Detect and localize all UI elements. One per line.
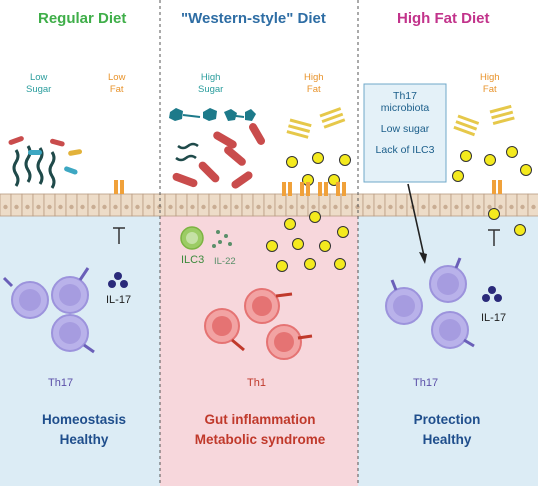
epithelial-nucleus bbox=[487, 204, 492, 210]
panel-title-regular: Regular Diet bbox=[38, 10, 127, 27]
epithelial-nucleus bbox=[355, 204, 360, 210]
epithelial-nucleus bbox=[36, 204, 41, 210]
inhibition-symbol-regular bbox=[113, 227, 125, 244]
ilc3-cell bbox=[180, 226, 204, 250]
epithelial-nucleus bbox=[509, 204, 514, 210]
epithelial-nucleus bbox=[201, 204, 206, 210]
fat-droplets-highfat bbox=[452, 146, 532, 236]
microbiota-box-text: Th17 microbiota Low sugar Lack of ILC3 bbox=[375, 90, 435, 156]
lamina-propria-highfat bbox=[358, 216, 538, 486]
epithelial-nucleus bbox=[366, 204, 371, 210]
epithelial-nucleus bbox=[289, 204, 294, 210]
epithelial-nucleus bbox=[454, 204, 459, 210]
epithelial-nucleus bbox=[300, 204, 305, 210]
th17-label-highfat: Th17 bbox=[413, 377, 439, 389]
fat-receptor-regular bbox=[114, 180, 124, 194]
lamina-propria-western bbox=[160, 216, 358, 486]
epithelial-nucleus bbox=[168, 204, 173, 210]
epithelial-nucleus bbox=[113, 204, 118, 210]
epithelial-nucleus bbox=[377, 204, 382, 210]
lipid-micelles-western bbox=[286, 107, 346, 139]
epithelial-nucleus bbox=[135, 204, 140, 210]
epithelial-nucleus bbox=[322, 204, 327, 210]
epithelial-nucleus bbox=[256, 204, 261, 210]
epithelial-nucleus bbox=[465, 204, 470, 210]
epithelial-nucleus bbox=[432, 204, 437, 210]
il17-molecules-highfat bbox=[482, 286, 502, 302]
microbiota-info-box bbox=[363, 83, 447, 183]
lamina-propria-regular bbox=[0, 216, 160, 486]
ilc3-label: ILC3 bbox=[181, 254, 205, 266]
epithelial-nucleus bbox=[333, 204, 338, 210]
fat-receptor-highfat bbox=[492, 180, 502, 194]
epithelial-nucleus bbox=[190, 204, 195, 210]
sugar-molecules-western bbox=[169, 108, 256, 121]
th17-label-regular: Th17 bbox=[48, 377, 74, 389]
epithelial-nucleus bbox=[344, 204, 349, 210]
epithelial-nucleus bbox=[223, 204, 228, 210]
epithelial-nucleus bbox=[58, 204, 63, 210]
epithelial-nucleus bbox=[476, 204, 481, 210]
fat-droplets-western-tissue bbox=[266, 211, 349, 272]
epithelial-nucleus bbox=[421, 204, 426, 210]
th17-cells-highfat bbox=[385, 257, 475, 349]
epithelial-nucleus bbox=[267, 204, 272, 210]
epithelial-nucleus bbox=[146, 204, 151, 210]
epithelial-nucleus bbox=[3, 204, 8, 210]
il22-molecules bbox=[212, 230, 232, 248]
epithelial-nucleus bbox=[311, 204, 316, 210]
il17-label-regular: IL-17 bbox=[106, 294, 132, 306]
epithelial-nucleus bbox=[531, 204, 536, 210]
epithelial-nucleus bbox=[234, 204, 239, 210]
epithelial-nucleus bbox=[25, 204, 30, 210]
th1-label: Th1 bbox=[247, 377, 266, 389]
microbiota-western bbox=[172, 123, 265, 189]
epithelial-nucleus bbox=[443, 204, 448, 210]
epithelial-nucleus bbox=[520, 204, 525, 210]
epithelial-nucleus bbox=[498, 204, 503, 210]
epithelial-nucleus bbox=[399, 204, 404, 210]
inhibition-symbol-highfat bbox=[488, 229, 500, 246]
epithelial-nucleus bbox=[69, 204, 74, 210]
epithelial-nucleus bbox=[102, 204, 107, 210]
epithelial-nucleus bbox=[47, 204, 52, 210]
il22-label: IL-22 bbox=[214, 256, 236, 267]
epithelial-layer bbox=[0, 193, 538, 217]
lipid-micelles-highfat bbox=[453, 104, 515, 137]
epithelial-nucleus bbox=[124, 204, 129, 210]
epithelial-nucleus bbox=[212, 204, 217, 210]
epithelial-nucleus bbox=[278, 204, 283, 210]
panel-title-western: "Western-style" Diet bbox=[181, 10, 326, 27]
epithelial-nucleus bbox=[179, 204, 184, 210]
th17-cells-regular bbox=[2, 267, 95, 354]
panel-title-highfat: High Fat Diet bbox=[397, 10, 490, 27]
epithelial-nucleus bbox=[91, 204, 96, 210]
il17-molecules-regular bbox=[108, 272, 128, 288]
epithelial-nucleus bbox=[14, 204, 19, 210]
il17-label-highfat: IL-17 bbox=[481, 312, 507, 324]
epithelial-nucleus bbox=[388, 204, 393, 210]
epithelial-nucleus bbox=[80, 204, 85, 210]
microbiota-regular bbox=[8, 136, 83, 189]
fat-droplets-western-lumen bbox=[286, 152, 351, 186]
arrow-microbiota-to-th17 bbox=[407, 183, 427, 264]
th1-cells-western bbox=[204, 288, 313, 360]
fat-receptors-western bbox=[282, 182, 346, 196]
epithelial-nucleus bbox=[157, 204, 162, 210]
epithelial-nucleus bbox=[245, 204, 250, 210]
